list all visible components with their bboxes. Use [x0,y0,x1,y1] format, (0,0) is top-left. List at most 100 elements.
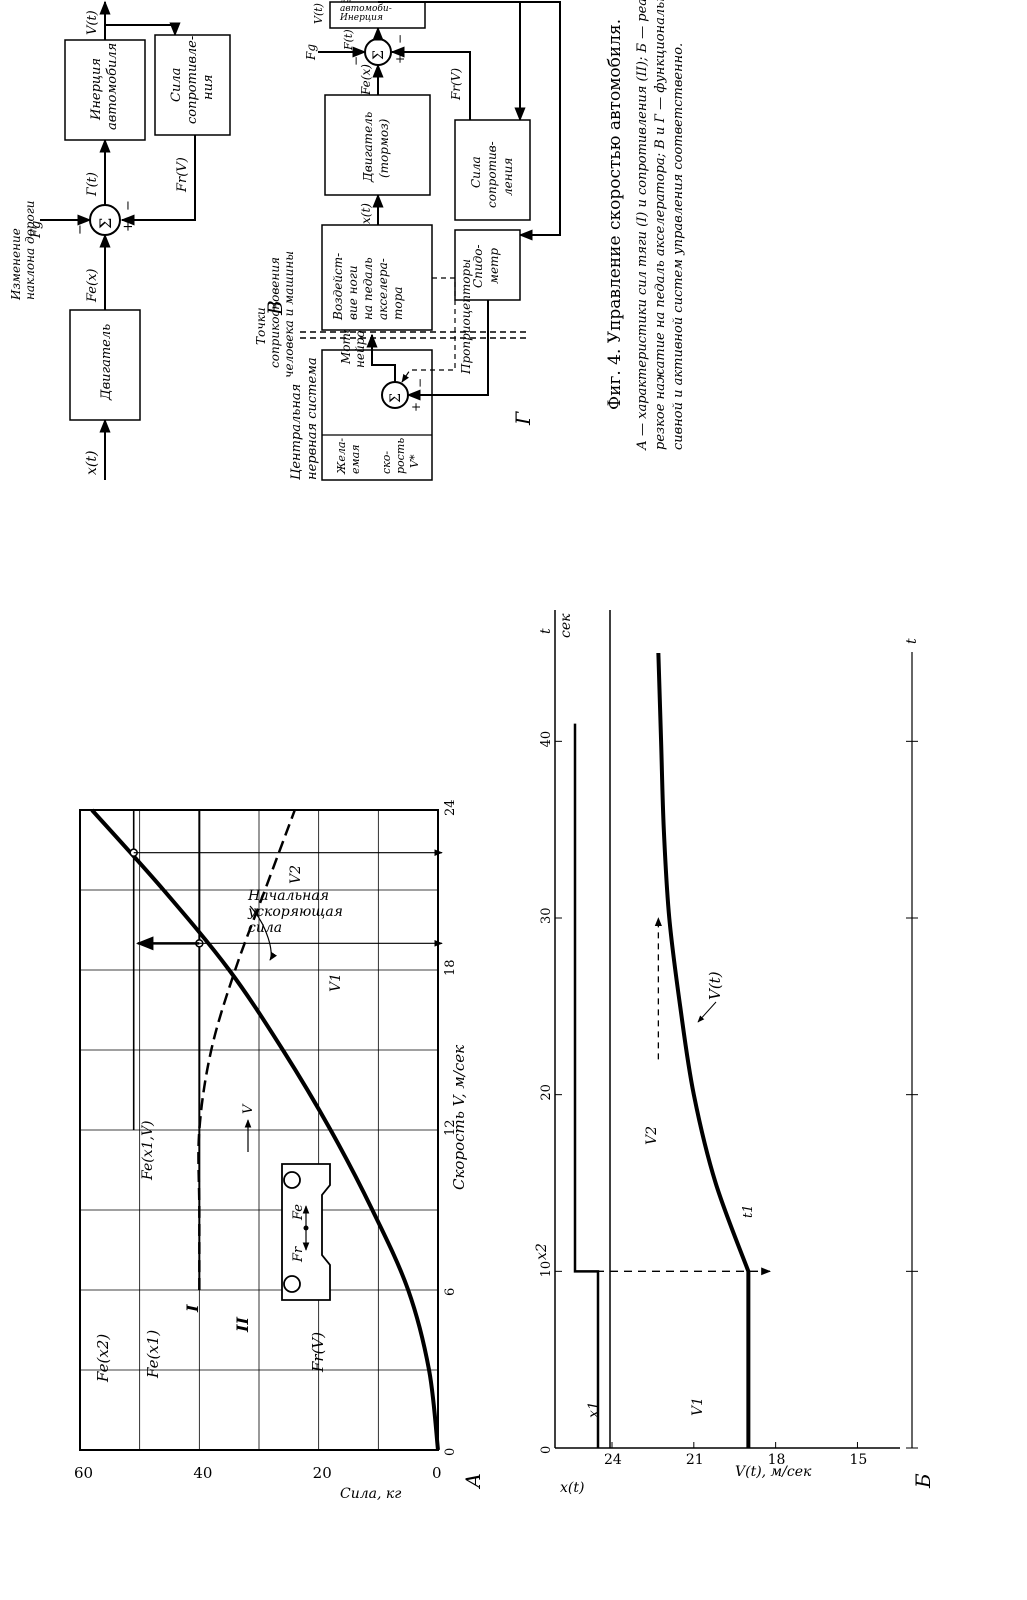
feedback-to-speedometer [518,1,561,241]
label-v1-b: V1 [690,1397,706,1416]
engine-brake-line1: Двигатель [361,112,375,183]
label-fg-g: Fg [304,44,318,61]
inertia-g-label: Инерция автомоби- ля [339,0,395,23]
car-label-fr: Fr [291,1246,306,1263]
figure-caption: Фиг. 4. Управление скоростью автомобиля.… [605,0,686,451]
car-label-v: V [241,1103,256,1114]
label-fe-v: Fe(x) [85,269,100,303]
label-v2: V2 [288,865,304,884]
foot-line5: тора [391,287,405,320]
label-fe-g: Fe(x) [359,64,373,96]
panel-label-a: А [461,1473,485,1490]
force-axis-label: Сила, кг [340,1486,401,1502]
feedback-to-resistance-v [105,22,181,37]
resistance-g-line3: ления [501,158,515,196]
resistance-g-line1: Сила [469,156,483,188]
sigma-v: Σ [96,218,115,229]
label-input-x: x(t) [84,451,100,475]
cns-line2: нервная система [305,357,320,480]
sign-plus-fe-g: + [393,54,407,64]
speed-response-y-tick: 24 [604,1452,622,1468]
slope-change-label: Изменение наклона дороги [9,201,37,302]
label-v-t: V(t) [706,971,724,1000]
engine-brake-line2: (тормоз) [377,118,391,178]
speed-response-y-tick: 21 [686,1452,704,1468]
panel-label-v: В [263,300,287,316]
speed-line2: рость [394,438,407,474]
block-resistance-v [154,34,231,136]
initial-force-line2: ускоряющая [247,904,343,920]
contact-line2: соприкосновения [268,257,282,368]
car-wheel-front [283,1171,301,1189]
v-t-axis-label: V(t), м/сек [735,1464,812,1480]
speed-tick-label: 18 [443,959,458,976]
force-chart-frame [79,809,439,1451]
caption-line3: сивной и активной систем управления соот… [671,43,686,450]
speed-tick-label: 12 [443,1119,458,1136]
active-control-diagram: Центральная нервная система Жела- емая с… [254,0,561,481]
car-icon [281,1163,331,1301]
car-wheel-rear [283,1275,301,1293]
label-fr-g: Fr(V) [449,68,463,101]
contact-line3: человека и машины [282,251,296,378]
force-tick-label: 20 [313,1464,332,1482]
resistance-v-line1: Сила [169,68,184,102]
time-tick-label: 10 [539,1261,554,1278]
slope-line1: Изменение [9,228,23,301]
initial-force-pointer [249,905,277,961]
inertia-g-line1: Инерция [339,13,383,23]
label-resistance-v: Сила сопротивле- ния [169,32,216,124]
label-v1: V1 [328,973,344,992]
speed-tick-label: 24 [443,799,458,816]
label-fe-x2: Fe(x2) [94,1334,112,1383]
foot-pedal-label: Воздейст- вие ноги на педаль акселера- т… [331,249,405,321]
label-gamma: Г(t) [85,172,100,197]
sign-minus-fg-g: − [349,56,363,66]
speed-line3: V* [408,454,421,468]
contact-line1: Точки [254,307,268,345]
panel-label-g: Г [511,411,535,426]
label-output-v: V(t) [85,10,100,35]
force-chart-grid [80,810,438,1450]
force-tick-label: 60 [74,1464,93,1482]
car-label-fe: Fe [291,1204,306,1221]
caption-title: Фиг. 4. Управление скоростью автомобиля. [605,19,625,410]
sign-minus-fr-g: − [393,34,407,44]
force-tick-label: 40 [193,1464,212,1482]
passive-control-diagram: x(t) Двигатель Fe(x) Σ Fg Изменение накл… [9,0,231,480]
sec-unit-label: сек [558,613,574,638]
label-x-t-g: x(t) [359,203,373,224]
label-output-g: V(t) [312,3,325,24]
speed-axis-label: Скорость V, м/сек [450,1045,468,1190]
label-fg-v: Fg [29,221,44,239]
x-t-label: x(t) [560,1480,584,1496]
arrow-motoneurons [366,333,396,382]
feedback-fr-v [120,135,196,226]
panel-label-b: Б [911,1473,935,1489]
pedal-step-x-t [573,723,600,1448]
block-inertia-g [329,1,426,29]
desired-line1: Жела- [335,438,348,475]
contact-points-label: Точки соприкосновения человека и машины [254,251,296,378]
speedometer-label: Спидо- метр [471,241,501,288]
foot-line4: акселера- [376,258,390,320]
time-tick-label: 0 [539,1446,554,1454]
label-fr-v: Fr(V) [309,1332,327,1373]
cns-label: Центральная нервная система [289,357,320,480]
resistance-g-label: Сила сопротив- ления [469,137,515,208]
visual-feedback-arrow [406,300,489,401]
desired-label: Жела- емая [335,434,362,475]
resistance-v-line3: ния [201,74,216,100]
speedometer-line2: метр [487,248,501,284]
feedback-fr-g [390,46,471,120]
foot-line3: на педаль [361,257,375,320]
speedometer-line1: Спидо- [471,244,485,288]
t-unit-label: t [538,628,554,634]
label-fr-v-diag: Fr(V) [175,157,190,193]
inertia-g-line2: автомоби- [340,3,392,14]
sigma-cns: Σ [388,393,404,403]
